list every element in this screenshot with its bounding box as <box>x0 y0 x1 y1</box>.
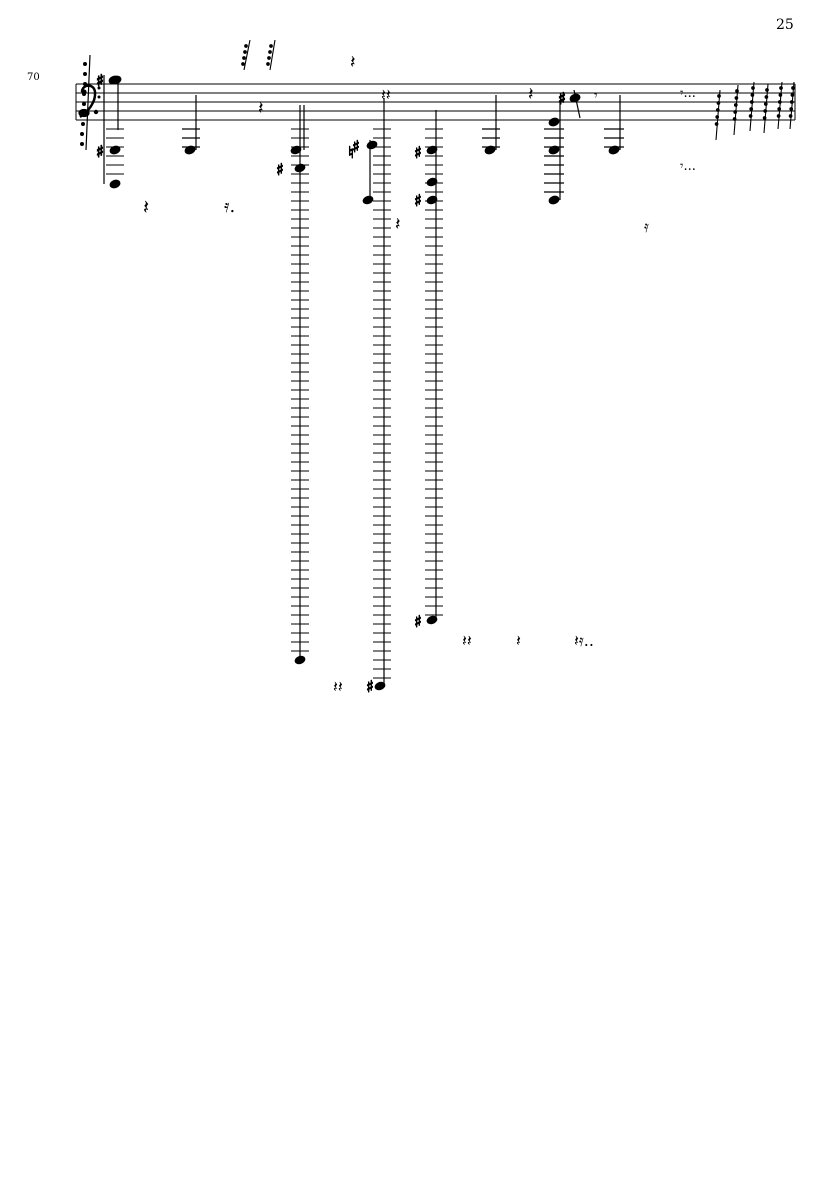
rest-dot <box>715 108 720 112</box>
rest-stem <box>789 81 795 130</box>
rest-dot <box>749 100 754 104</box>
rest-dot <box>749 107 754 111</box>
rest-dot <box>762 116 767 120</box>
notehead-icon <box>78 108 90 118</box>
sharp-icon: ♯ <box>96 142 104 161</box>
notehead-icon <box>184 145 196 155</box>
rest-dot <box>777 100 782 104</box>
quarter-rest-icon: 𝄽𝄽 <box>381 85 391 104</box>
rest-dot <box>734 96 739 100</box>
rest-dot <box>733 103 738 107</box>
rest-dot <box>764 95 769 99</box>
rest-dot <box>788 114 793 118</box>
rest-dot <box>765 88 769 92</box>
sharp-icon: ♯ <box>414 191 422 210</box>
eighth-rest-icon: 𝄾... <box>680 159 696 174</box>
notehead-icon <box>110 75 122 85</box>
rest-dot <box>715 115 720 119</box>
rest-dot <box>735 89 739 93</box>
rest-dot <box>714 122 719 126</box>
rest-stem <box>715 89 721 141</box>
quarter-rest-icon: 𝄽 <box>143 195 149 219</box>
measure-number: 70 <box>27 72 40 83</box>
eighth-rest-icon: 𝄾... <box>680 86 696 101</box>
notehead-icon <box>294 655 306 665</box>
quarter-rest-icon: 𝄽𝄽 <box>333 677 343 696</box>
note <box>182 95 200 155</box>
ledger-ladders <box>291 128 443 679</box>
rest-stem <box>763 83 769 134</box>
notehead-icon <box>426 195 438 205</box>
rest-dot <box>751 86 755 90</box>
rest-stem <box>777 81 783 130</box>
quarter-rest-icon: 𝄽𝄽 <box>462 631 472 650</box>
rest-dot <box>789 107 794 111</box>
quarter-rest-icon: 𝄽 <box>395 214 401 235</box>
rest-dot <box>779 86 783 90</box>
notehead-icon <box>484 145 496 155</box>
rest-dot <box>763 102 768 106</box>
page-number: 25 <box>776 17 794 33</box>
quarter-rest-icon: 𝄽 <box>528 84 534 105</box>
note <box>110 75 122 85</box>
notehead-icon <box>366 140 378 150</box>
notehead-icon <box>608 145 620 155</box>
notehead-icon <box>109 179 121 189</box>
sixteenth-rest-icon: 𝄿. <box>224 196 235 217</box>
sharp-icon: ♯ <box>414 143 422 162</box>
rest-stem <box>749 81 755 132</box>
rest-dot <box>717 94 721 98</box>
rest-stack <box>241 39 276 71</box>
chord: ♯ ♯ <box>95 70 124 189</box>
notehead-icon <box>426 615 438 625</box>
rest-dot <box>750 93 755 97</box>
rest-dot <box>732 117 737 121</box>
sharp-icon: ♯ <box>276 160 284 179</box>
rest-dot <box>716 101 721 105</box>
eighth-rest-icon: 𝄾 <box>594 88 598 104</box>
rest-dot <box>778 93 783 97</box>
rest-dot <box>777 107 782 111</box>
quarter-rest-icon: 𝄽𝄿.. <box>574 631 594 650</box>
rest-stem <box>733 84 739 136</box>
quarter-rest-icon: 𝄽 <box>258 98 264 119</box>
note: ♯ <box>482 88 624 205</box>
sharp-icon: ♯ <box>558 89 566 108</box>
quarter-rest-icon: 𝄽 <box>350 52 356 73</box>
notehead-icon <box>548 117 560 127</box>
rest-dot <box>748 114 753 118</box>
notehead-icon <box>569 93 581 103</box>
rest-stack <box>78 54 99 151</box>
sixteenth-rest-icon: 𝄿 <box>644 217 649 236</box>
rest-dot <box>763 109 768 113</box>
notehead-icon <box>426 177 438 187</box>
sharp-icon: ♯ <box>96 71 104 90</box>
notehead-icon <box>109 145 121 155</box>
rest-dot <box>791 86 795 90</box>
notehead-icon <box>548 195 560 205</box>
note: ♯ <box>276 105 306 665</box>
rest-dot <box>789 100 794 104</box>
rest-dot <box>776 114 781 118</box>
quarter-rest-icon: 𝄽 <box>516 631 521 650</box>
rest-dot <box>790 93 795 97</box>
natural-icon: ♮ <box>348 143 354 162</box>
sharp-icon: ♯ <box>414 612 422 631</box>
note: ♯ ♯ ♯ <box>414 110 438 632</box>
sharp-icon: ♯ <box>366 677 374 696</box>
sharp-icon: ♯ <box>352 137 360 156</box>
rest-stack <box>714 81 795 141</box>
notehead-icon <box>362 195 374 205</box>
rest-dot <box>733 110 738 114</box>
notehead-icon <box>374 681 386 691</box>
